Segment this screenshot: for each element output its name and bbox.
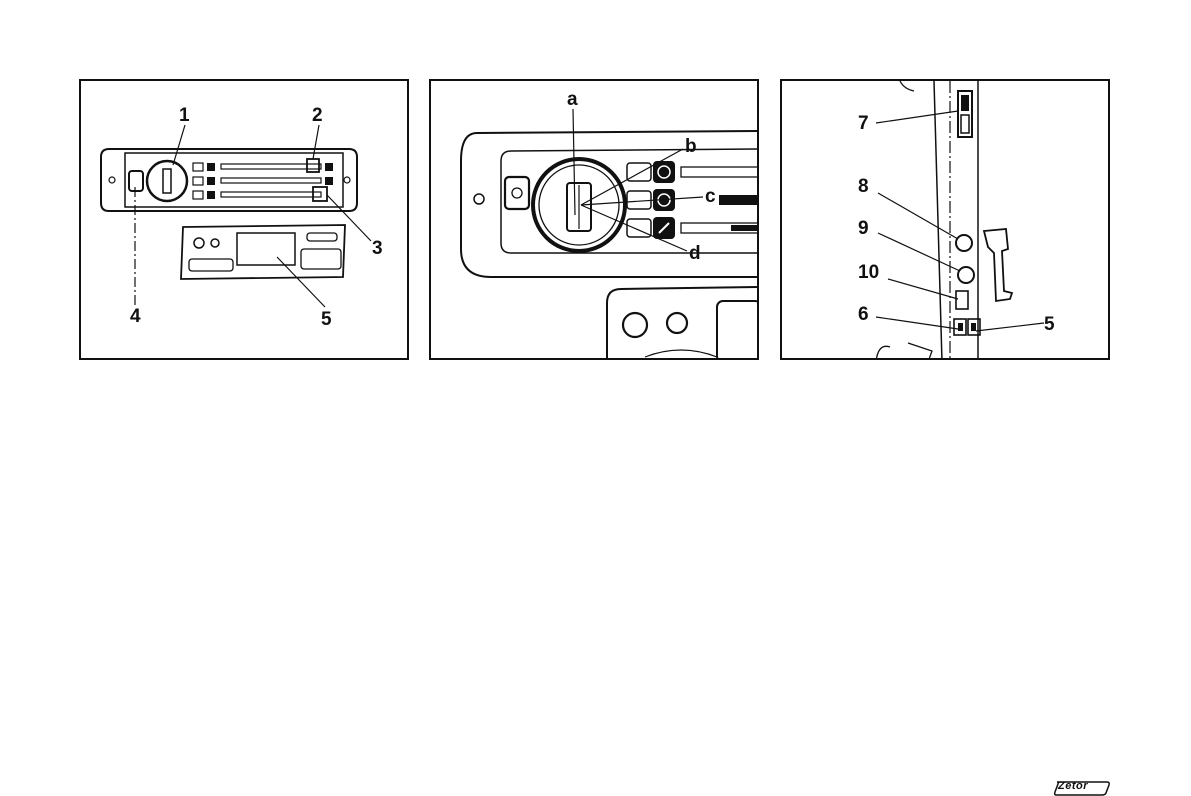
callout-6: 6 bbox=[858, 305, 869, 324]
callout-10: 10 bbox=[858, 263, 879, 282]
callout-4: 4 bbox=[130, 307, 141, 326]
callout-5-right: 5 bbox=[1044, 315, 1055, 334]
callout-b: b bbox=[685, 137, 697, 156]
callout-5: 5 bbox=[321, 310, 332, 329]
callout-9: 9 bbox=[858, 219, 869, 238]
callout-8: 8 bbox=[858, 177, 869, 196]
side-console-drawing bbox=[782, 81, 1110, 360]
lever bbox=[984, 229, 1012, 301]
fan-slider bbox=[313, 187, 327, 201]
callout-1: 1 bbox=[179, 106, 190, 125]
brand-logo-text: Zetor bbox=[1058, 780, 1088, 792]
socket-icon bbox=[956, 235, 972, 251]
callout-7: 7 bbox=[858, 114, 869, 133]
callout-c: c bbox=[705, 187, 716, 206]
rotary-knob bbox=[147, 161, 187, 201]
screw-icon bbox=[474, 194, 484, 204]
callout-a: a bbox=[567, 90, 578, 109]
figure-side-console: 7 8 9 10 6 5 bbox=[780, 79, 1110, 360]
figure-switch-positions: a b c d bbox=[429, 79, 759, 360]
rocker-switch bbox=[129, 171, 143, 191]
callout-d: d bbox=[689, 244, 701, 263]
callout-2: 2 bbox=[312, 106, 323, 125]
switch-closeup-drawing bbox=[431, 81, 759, 360]
headlight-switch-icon bbox=[505, 177, 529, 209]
temperature-slider bbox=[307, 159, 319, 172]
figure-heater-controls: 1 2 3 4 5 bbox=[79, 79, 409, 360]
callout-3: 3 bbox=[372, 239, 383, 258]
